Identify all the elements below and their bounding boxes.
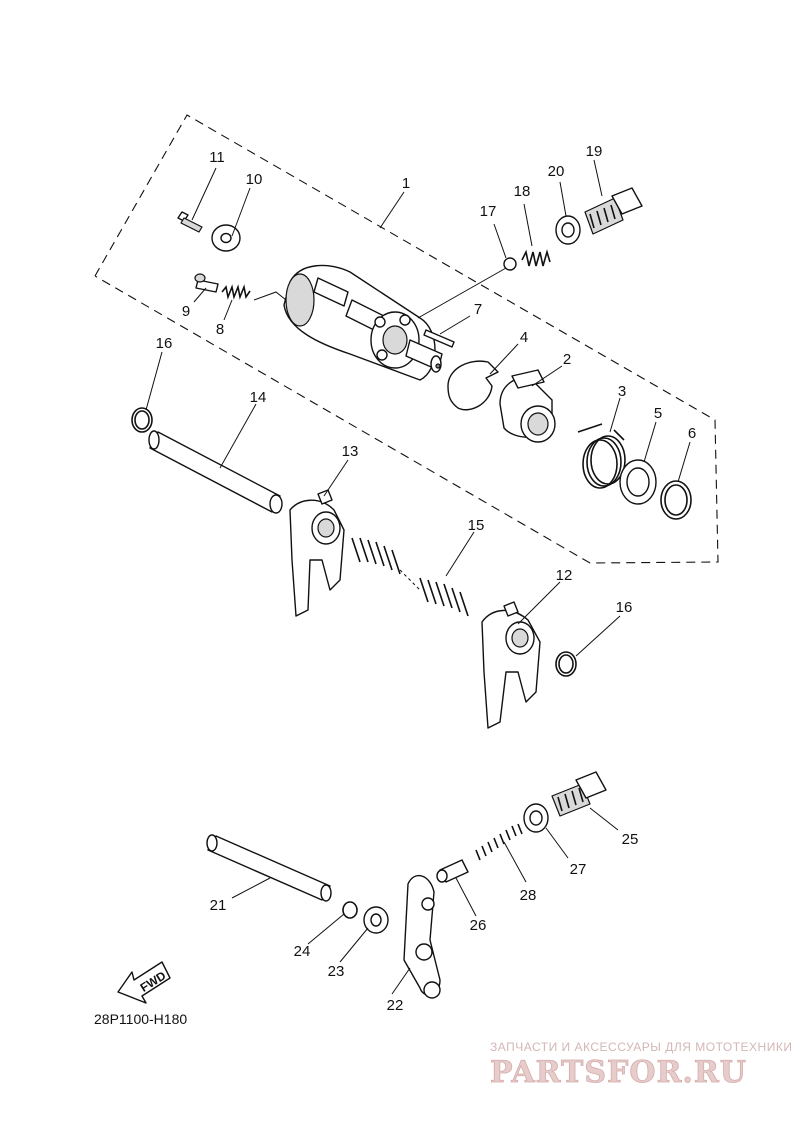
leader-lines — [145, 159, 691, 995]
part-21-shaft — [206, 834, 332, 902]
watermark-logo: PARTSFOR.RU — [490, 1055, 747, 1090]
assembly-boundary — [94, 114, 719, 564]
part-6-circlip — [660, 480, 692, 520]
part-label-1: 1 — [402, 175, 410, 192]
part-23-washer — [363, 906, 389, 934]
drawing-code: 28P1100-H180 — [94, 1011, 187, 1027]
part-24-clip — [342, 901, 358, 919]
part-1-shift-drum — [283, 264, 443, 381]
part-label-12: 12 — [556, 567, 573, 584]
part-label-14: 14 — [250, 389, 267, 406]
part-28-spring — [475, 823, 523, 861]
part-label-17: 17 — [480, 203, 497, 220]
part-14-shaft — [148, 430, 283, 514]
part-label-18: 18 — [514, 183, 531, 200]
part-label-5: 5 — [654, 405, 662, 422]
part-label-21: 21 — [210, 897, 227, 914]
part-label-13: 13 — [342, 443, 359, 460]
part-2-segment — [499, 369, 556, 443]
part-22-lever — [403, 874, 441, 999]
part-17-ball — [503, 257, 517, 271]
part-7-pin — [423, 329, 455, 348]
part-25-plug — [551, 771, 607, 817]
part-18-spring — [521, 249, 551, 267]
part-12-shift-fork — [481, 601, 541, 729]
part-5-washer — [619, 459, 657, 505]
part-16-circlip-upper — [131, 407, 153, 433]
part-13-shift-fork — [289, 489, 345, 617]
part-27-washer — [523, 803, 549, 833]
part-label-23: 23 — [328, 963, 345, 980]
fwd-arrow-icon: FWD — [117, 961, 171, 1004]
part-label-25: 25 — [622, 831, 639, 848]
part-label-11: 11 — [209, 149, 225, 166]
part-10-plate — [211, 224, 241, 252]
part-label-10: 10 — [246, 171, 263, 188]
part-label-16-lower: 16 — [616, 599, 633, 616]
part-9-pin — [194, 273, 219, 293]
part-label-15: 15 — [468, 517, 485, 534]
part-label-28: 28 — [520, 887, 537, 904]
part-label-26: 26 — [470, 917, 487, 934]
part-label-20: 20 — [548, 163, 565, 180]
part-label-9: 9 — [182, 303, 190, 320]
part-label-24: 24 — [294, 943, 311, 960]
part-label-2: 2 — [563, 351, 571, 368]
part-26-pin — [436, 859, 469, 883]
part-8-spring — [221, 284, 251, 300]
part-11-screw — [177, 211, 203, 233]
part-number-labels: 1 2 3 4 5 6 7 8 9 10 11 12 13 14 15 16 1… — [156, 143, 697, 1014]
part-label-16-upper: 16 — [156, 335, 173, 352]
part-label-3: 3 — [618, 383, 626, 400]
part-label-8: 8 — [216, 321, 224, 338]
part-4-plate — [447, 360, 499, 411]
part-3-torsion-spring — [577, 423, 626, 489]
part-label-4: 4 — [520, 329, 528, 346]
part-15-springs — [351, 537, 469, 617]
part-label-7: 7 — [474, 301, 482, 318]
part-20-washer — [555, 215, 581, 245]
part-label-19: 19 — [586, 143, 603, 160]
watermark-tagline: ЗАПЧАСТИ И АКСЕССУАРЫ ДЛЯ МОТОТЕХНИКИ — [490, 1040, 792, 1054]
part-19-plug — [584, 187, 643, 235]
part-16-circlip-lower — [555, 651, 577, 677]
part-label-22: 22 — [387, 997, 404, 1014]
part-label-6: 6 — [688, 425, 696, 442]
part-label-27: 27 — [570, 861, 587, 878]
